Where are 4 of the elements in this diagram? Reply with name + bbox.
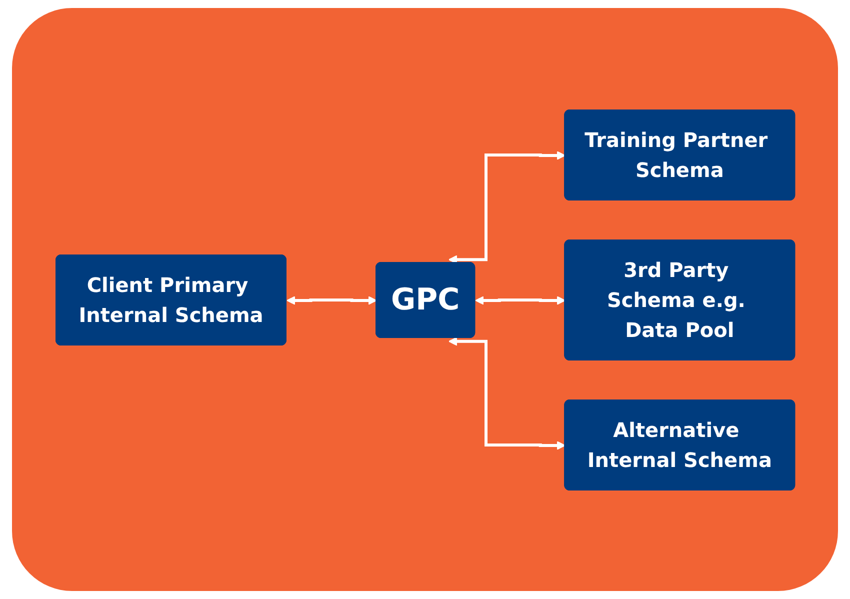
arrow bbox=[474, 296, 566, 304]
arrow bbox=[286, 296, 377, 304]
arrow bbox=[448, 150, 566, 264]
arrow bbox=[448, 336, 566, 450]
